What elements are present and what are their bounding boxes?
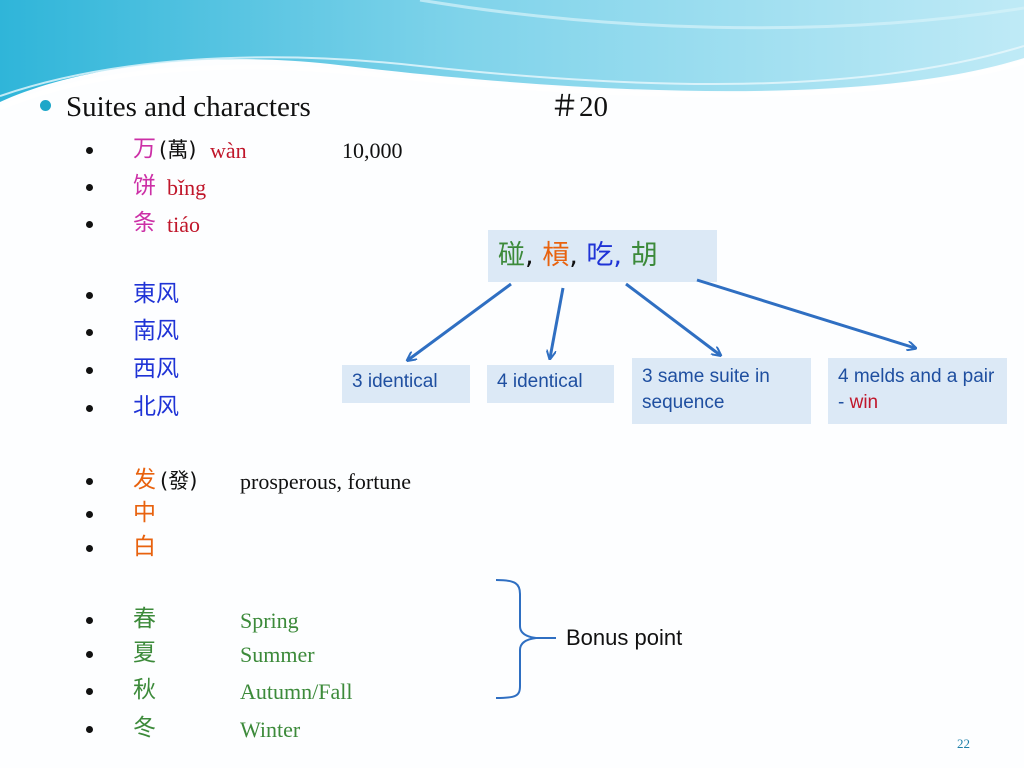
suite-trad-wan: (萬) [159,138,197,162]
list-bullet [86,184,93,191]
arrow-to-3-identical [408,282,512,360]
box-3-identical: 3 identical [342,365,470,403]
list-bullet [86,292,93,299]
list-bullet [86,726,93,733]
list-bullet [86,688,93,695]
arrow-to-win [696,278,915,348]
suite-char-tiao: 条 [133,210,156,236]
box-win-prefix: 4 melds and a pair - [838,366,995,413]
arrow-to-4-identical [550,287,565,358]
box-sequence: 3 same suite in sequence [632,358,811,424]
list-bullet [86,329,93,336]
arrow-to-sequence [625,282,720,355]
dragon-fa-meaning: prosperous, fortune [240,469,412,494]
season-char-autumn: 秋 [133,677,156,703]
action-hu: 胡 [630,240,658,271]
list-bullet [86,405,93,412]
action-separator: , [569,240,578,271]
dragon-bai: 白 [133,534,156,560]
wind-west: 西风 [133,356,179,382]
list-bullet [86,545,93,552]
action-chi: 吃 [586,240,614,271]
suite-meaning-wan: 10,000 [342,138,403,163]
list-bullet [86,617,93,624]
box-4-identical: 4 identical [487,365,614,403]
season-char-winter: 冬 [133,715,156,741]
slide-number-ref: ＃20 [550,91,609,123]
list-bullet [86,367,93,374]
wind-east: 東风 [133,281,179,307]
dragon-zhong: 中 [133,500,156,526]
list-bullet [86,478,93,485]
season-english-summer: Summer [240,642,315,667]
season-char-summer: 夏 [133,640,156,666]
dragon-fa: 发 [133,467,156,493]
season-char-spring: 春 [133,606,156,632]
action-separator: , [525,240,534,271]
season-english-autumn: Autumn/Fall [240,679,353,704]
wind-north: 北风 [133,394,179,420]
suite-pinyin-tiao: tiáo [167,212,200,237]
dragon-fa-trad: (發) [160,469,198,493]
actions-box: 碰, 槓, 吃, 胡 [488,230,717,282]
box-win: 4 melds and a pair - win [828,358,1007,424]
slide-title: Suites and characters [66,91,311,123]
list-bullet [86,147,93,154]
suite-pinyin-bing: bǐng [167,175,207,200]
suite-char-wan: 万 [133,136,156,162]
list-bullet [86,221,93,228]
action-separator: , [613,240,622,271]
list-bullet [86,511,93,518]
season-english-spring: Spring [240,608,299,633]
suite-pinyin-wan: wàn [210,138,247,163]
bonus-bracket [495,579,537,699]
action-gang: 槓 [542,240,570,271]
wind-south: 南风 [133,318,179,344]
title-bullet [40,100,51,111]
list-bullet [86,651,93,658]
box-win-word: win [849,391,879,413]
action-peng: 碰 [498,240,525,271]
page-number: 22 [957,736,970,751]
season-english-winter: Winter [240,717,301,742]
suite-char-bing: 饼 [133,173,156,199]
bonus-label: Bonus point [566,625,683,650]
